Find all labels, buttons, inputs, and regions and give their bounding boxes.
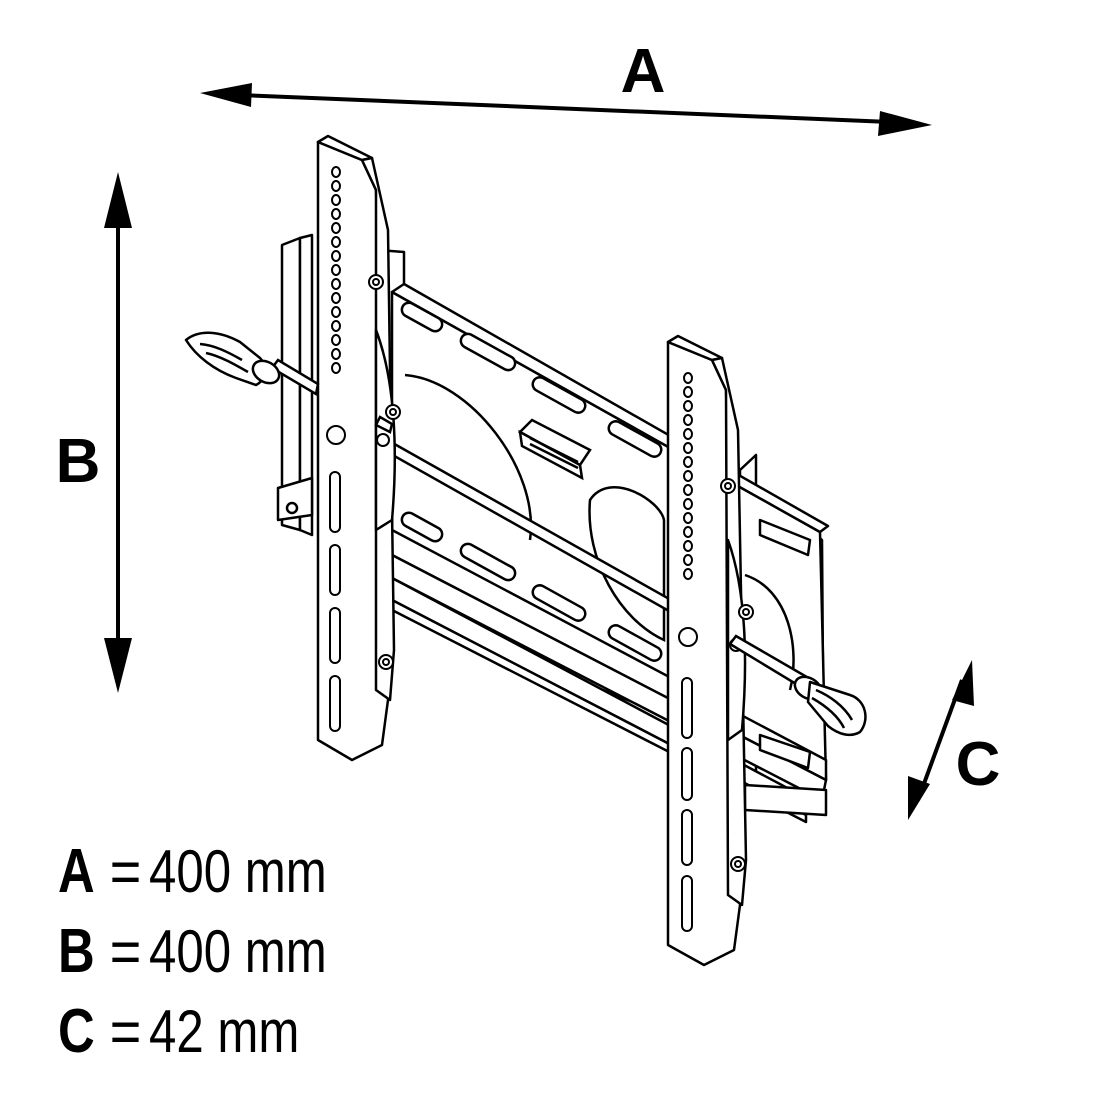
legend-equals: = <box>109 998 142 1065</box>
legend-row-a: A = 400 mm <box>58 832 366 912</box>
upper-rod <box>270 358 394 434</box>
dimension-c-label: C <box>956 730 1001 799</box>
dimension-b-arrow <box>104 172 132 693</box>
dimension-c-arrow <box>908 660 974 820</box>
legend-value-c: 42 mm <box>149 998 300 1065</box>
left-tilt-knob <box>184 331 281 387</box>
legend-key-c: C <box>58 997 95 1066</box>
plate-slots <box>400 301 663 662</box>
right-upright-holes <box>678 372 698 932</box>
dimension-a-label: A <box>621 37 666 106</box>
legend-value-a: 400 mm <box>149 838 327 905</box>
legend-key-a: A <box>58 837 95 906</box>
legend-equals: = <box>109 918 142 985</box>
left-upright-holes <box>326 166 346 732</box>
left-upright-bolts <box>368 274 401 670</box>
legend-row-b: B = 400 mm <box>58 912 366 992</box>
center-clip <box>517 418 592 481</box>
legend-equals: = <box>109 838 142 905</box>
legend-value-b: 400 mm <box>149 918 327 985</box>
legend-key-b: B <box>58 917 95 986</box>
dimension-b-label: B <box>56 427 101 496</box>
legend-row-c: C = 42 mm <box>58 992 366 1072</box>
right-tilt-knob <box>793 675 867 737</box>
dimension-legend: A = 400 mm B = 400 mm C = 42 mm <box>58 832 366 1072</box>
dimension-a-arrow <box>200 83 932 136</box>
